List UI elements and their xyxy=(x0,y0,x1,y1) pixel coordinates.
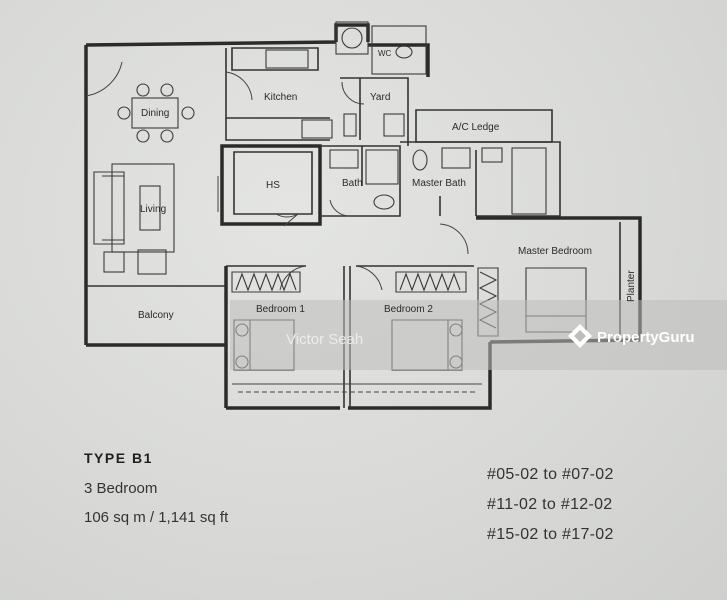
watermark-author: Victor Seah xyxy=(286,331,363,348)
master-bath-cabinet xyxy=(481,147,503,163)
kitchen-door-swing xyxy=(225,71,253,101)
unit-area: 106 sq m / 1,141 sq ft xyxy=(84,509,229,526)
yard-walls xyxy=(340,77,409,146)
room-label-bedroom-2: Bedroom 2 xyxy=(384,304,433,315)
yard-toilet xyxy=(383,113,405,137)
room-label-hs: HS xyxy=(266,180,280,191)
room-label-yard: Yard xyxy=(370,92,390,103)
washer-drum xyxy=(341,27,363,49)
bath-shower xyxy=(365,149,399,185)
side-table xyxy=(103,251,125,273)
hs-inner xyxy=(233,151,313,215)
watermark-strip xyxy=(230,300,727,370)
bath-walls xyxy=(320,145,401,217)
dining-chair xyxy=(160,83,174,97)
yard-cabinet xyxy=(343,113,357,137)
propertyguru-text: PropertyGuru xyxy=(597,329,695,346)
room-label-ac-ledge: A/C Ledge xyxy=(452,122,500,133)
unit-type-title: TYPE B1 xyxy=(84,450,153,466)
master-door-swing xyxy=(439,223,469,255)
wc-toilet xyxy=(395,45,413,59)
hob xyxy=(265,49,309,69)
entrance-door-swing xyxy=(85,61,123,97)
unit-number-list: #05-02 to #07-02 #11-02 to #12-02 #15-02… xyxy=(487,466,614,556)
hs-walls xyxy=(220,144,322,226)
wc-room xyxy=(371,25,427,75)
room-label-master-bath: Master Bath xyxy=(412,178,466,189)
rug xyxy=(111,163,175,253)
yard-door-swing xyxy=(341,81,365,105)
bath-toilet xyxy=(373,194,395,210)
bath-sink xyxy=(329,149,359,169)
dining-chair xyxy=(136,83,150,97)
kitchen-walls xyxy=(225,48,330,141)
washing-machine xyxy=(335,21,369,55)
room-label-balcony: Balcony xyxy=(138,310,174,321)
bedrooms-top-wall xyxy=(226,265,474,408)
master-bath-walls xyxy=(400,141,561,217)
tv-console xyxy=(137,249,167,275)
kitchen-sink xyxy=(301,119,333,139)
master-bath-toilet xyxy=(412,149,428,171)
bedroom1-door-swing xyxy=(279,265,307,291)
dining-chair xyxy=(181,106,195,120)
bedroom2-wardrobe xyxy=(395,271,467,293)
dining-chair xyxy=(160,129,174,143)
bedroom1-wardrobe xyxy=(231,271,301,293)
unit-info: TYPE B1 3 Bedroom 106 sq m / 1,141 sq ft xyxy=(84,450,228,538)
dining-table xyxy=(131,97,179,129)
propertyguru-logo-icon-inner xyxy=(574,330,586,342)
room-label-wc: WC xyxy=(378,49,392,58)
master-bath-sink xyxy=(441,147,471,169)
kitchen-counter xyxy=(231,47,319,71)
bedroom-count: 3 Bedroom xyxy=(84,480,158,497)
unit-number-range: #11-02 to #12-02 xyxy=(487,496,613,513)
unit-number-range: #15-02 to #17-02 xyxy=(487,526,614,543)
hs-door-swing xyxy=(275,213,299,227)
room-label-kitchen: Kitchen xyxy=(264,92,297,103)
bath-door-swing xyxy=(329,199,351,217)
bedroom2-door-swing xyxy=(355,265,383,291)
coffee-table xyxy=(139,185,161,231)
floor-plan: Victor Seah PropertyGuru Dining Kitchen … xyxy=(84,21,727,410)
room-label-planter: Planter xyxy=(626,270,637,302)
room-label-bath: Bath xyxy=(342,178,363,189)
room-label-master-bedroom: Master Bedroom xyxy=(518,246,592,257)
room-label-dining: Dining xyxy=(141,108,169,119)
dining-chair xyxy=(136,129,150,143)
room-label-bedroom-1: Bedroom 1 xyxy=(256,304,305,315)
master-bathtub xyxy=(511,147,547,215)
room-label-living: Living xyxy=(140,204,166,215)
unit-number-range: #05-02 to #07-02 xyxy=(487,466,614,483)
propertyguru-logo: PropertyGuru xyxy=(568,324,695,348)
dining-chair xyxy=(117,106,131,120)
sofa xyxy=(93,171,125,245)
